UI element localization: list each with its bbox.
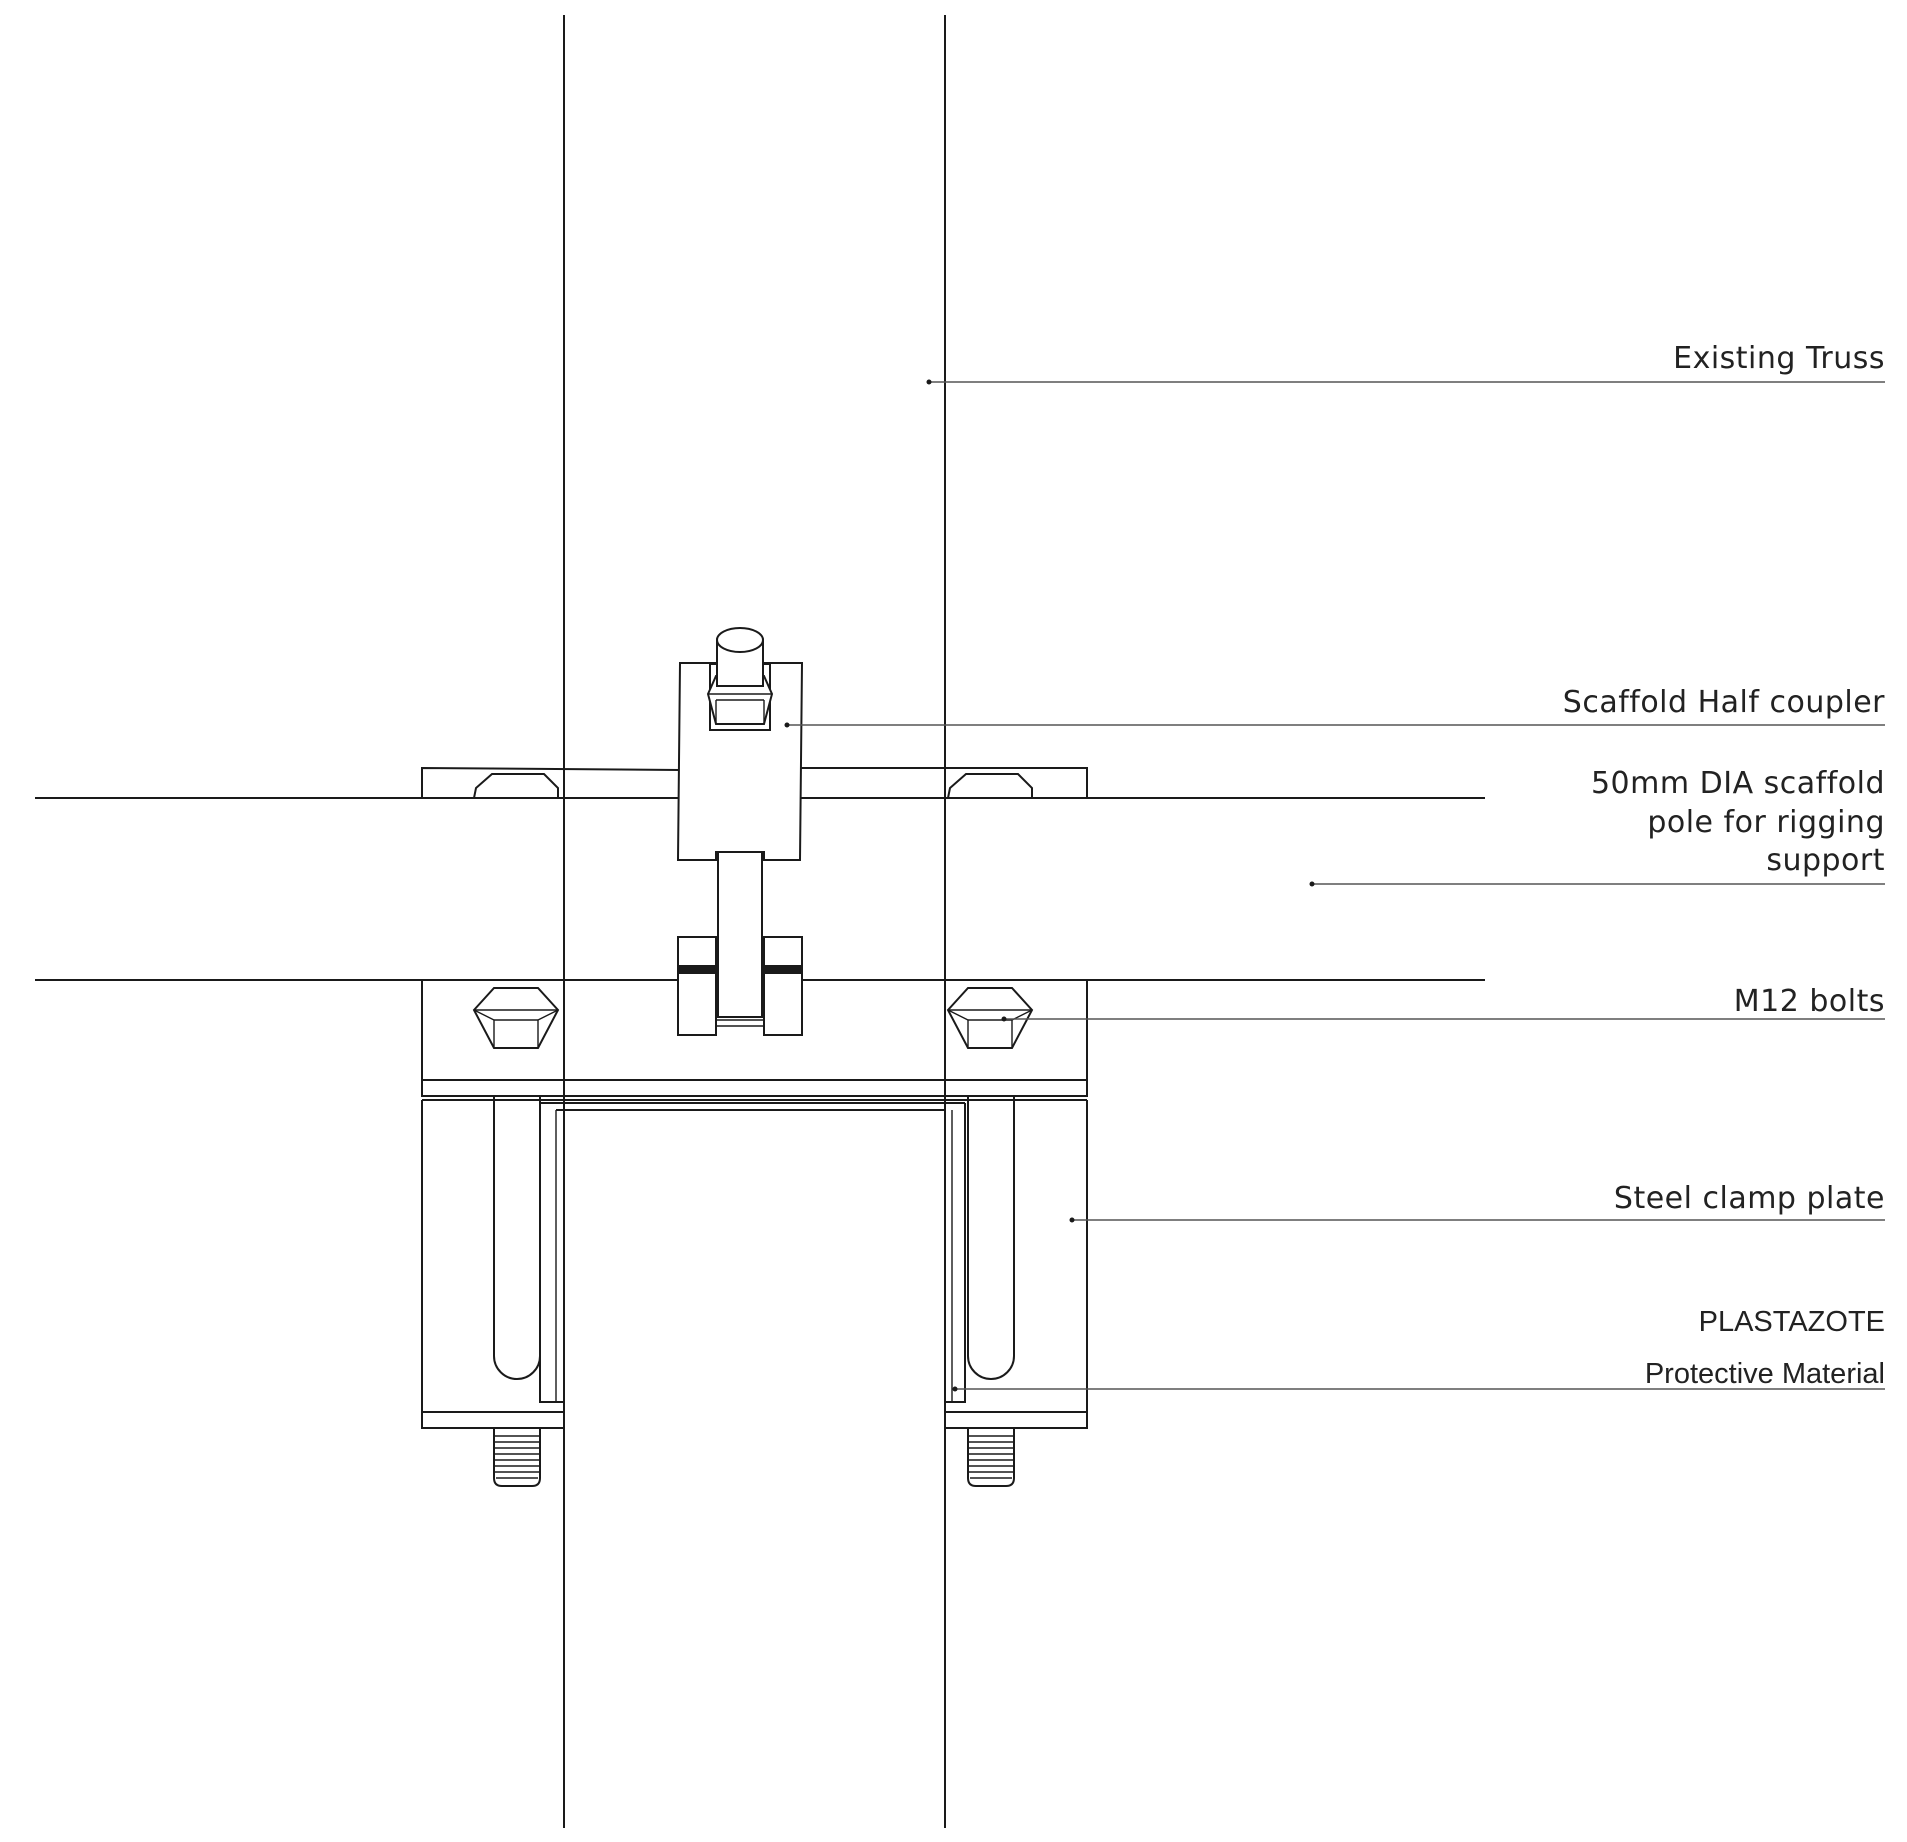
leader-lines xyxy=(784,379,1885,1392)
threaded-bolt-ends xyxy=(493,1428,1015,1487)
label-pole-line3: support xyxy=(1766,843,1885,878)
steel-clamp-plate xyxy=(421,1099,1088,1429)
upper-plate xyxy=(421,766,1088,798)
label-plastazote-line1: PLASTAZOTE xyxy=(1698,1306,1885,1338)
top-bolt-heads xyxy=(472,773,1033,799)
label-plastazote-line2: Protective Material xyxy=(1644,1358,1885,1390)
label-clamp-plate: Steel clamp plate xyxy=(1613,1181,1885,1216)
scaffold-half-coupler xyxy=(676,627,804,1036)
label-pole-line2: pole for rigging xyxy=(1647,805,1885,840)
m12-bolt-heads xyxy=(472,987,1034,1049)
label-m12-bolts: M12 bolts xyxy=(1733,984,1885,1019)
existing-truss xyxy=(563,15,946,1828)
label-half-coupler: Scaffold Half coupler xyxy=(1562,685,1885,720)
u-bolt-slots xyxy=(493,1096,1015,1380)
label-pole-line1: 50mm DIA scaffold xyxy=(1590,766,1885,801)
label-existing-truss: Existing Truss xyxy=(1673,341,1885,376)
plastazote-pads xyxy=(539,1103,966,1403)
